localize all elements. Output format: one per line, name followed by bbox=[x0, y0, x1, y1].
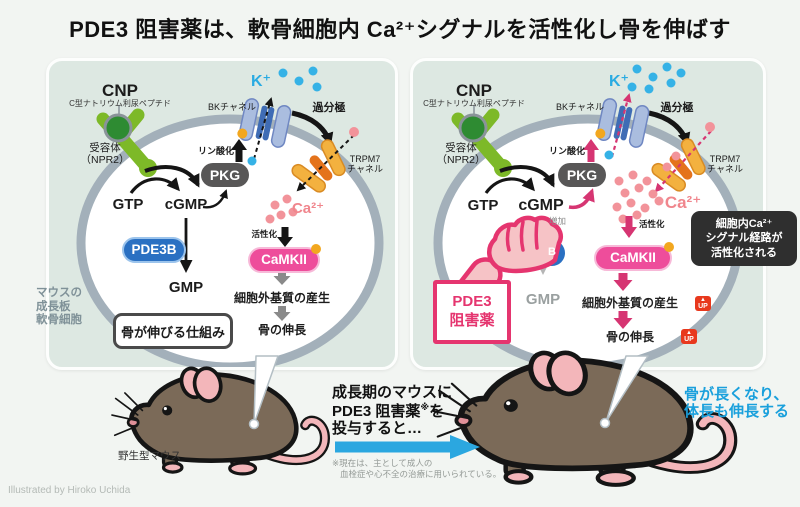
pkg-pill bbox=[201, 163, 249, 187]
k-ion-label: K⁺ bbox=[251, 73, 271, 90]
bk-channel-icon bbox=[237, 98, 292, 148]
right-growth-plate-pointer bbox=[599, 355, 649, 429]
bottom-illustration bbox=[0, 350, 800, 507]
activation-arrow bbox=[621, 216, 637, 238]
pkg-label: PKG bbox=[566, 167, 598, 183]
cgmp-to-pkg-arrow bbox=[568, 188, 595, 210]
cnp-sub-label: C型ナトリウム利尿ペプチド bbox=[69, 99, 171, 108]
result-text: 骨が長くなり、 体長も伸長する bbox=[684, 386, 790, 421]
up-arrow-icon: ▲ bbox=[700, 297, 706, 303]
pde3b-label: PDE3B bbox=[131, 242, 177, 257]
k-ion-label: K⁺ bbox=[609, 73, 629, 90]
phosphate-dot bbox=[595, 128, 606, 139]
ca-ion-label: Ca²⁺ bbox=[664, 193, 702, 212]
bk-channel-icon bbox=[595, 98, 650, 148]
ca-influx-arrow bbox=[296, 134, 355, 192]
ca-ion-dots bbox=[265, 127, 359, 224]
hyperpolarization-label: 過分極 bbox=[312, 102, 346, 114]
pkg-pill bbox=[558, 163, 606, 187]
ca-signal-callout: 細胞内Ca²⁺ シグナル経路が 活性化される bbox=[691, 211, 797, 266]
pde3b-b-label: B bbox=[548, 246, 556, 258]
camkii-label: CaMKII bbox=[610, 250, 656, 265]
note-mark: ※ bbox=[420, 401, 430, 412]
wild-type-mouse-label: 野生型マウス bbox=[118, 450, 181, 462]
cnp-label: CNP bbox=[102, 81, 138, 100]
to-bone-arrow bbox=[273, 306, 291, 321]
gtp-to-cgmp-arrow bbox=[129, 177, 180, 195]
cgmp-label: cGMP bbox=[164, 196, 208, 213]
activation-label: 活性化 bbox=[639, 219, 665, 229]
phosphate-dot bbox=[237, 128, 248, 139]
receptor-to-cgmp-arrow bbox=[499, 165, 555, 188]
credit: Illustrated by Hiroko Uchida bbox=[8, 485, 131, 496]
k-ion-dots bbox=[247, 66, 322, 166]
footnote: ※現在は、主として成人の 血栓症や心不全の治療に用いられている。 bbox=[332, 458, 502, 480]
ca-ion-label: Ca²⁺ bbox=[291, 200, 325, 217]
k-efflux-arrow bbox=[610, 93, 632, 158]
gtp-label: GTP bbox=[112, 196, 144, 213]
pkg-label: PKG bbox=[209, 167, 241, 183]
phosphorylation-label: リン酸化 bbox=[548, 146, 585, 156]
hyperpolarization-label: 過分極 bbox=[660, 102, 694, 114]
camkii-pill bbox=[248, 247, 320, 273]
phosphorylation-label: リン酸化 bbox=[197, 146, 234, 156]
to-matrix-arrow bbox=[613, 273, 633, 291]
k-ion-dots bbox=[604, 62, 686, 160]
matrix-production-label: 細胞外基質の産生 bbox=[233, 291, 330, 305]
activation-arrow bbox=[277, 227, 293, 247]
increase-label: 増加 bbox=[549, 216, 567, 226]
growth-plate-side-label: マウスの成長板軟骨細胞 bbox=[36, 287, 82, 327]
receptor-to-cgmp-arrow bbox=[144, 165, 200, 188]
camkii-phosphate-dot bbox=[664, 242, 674, 252]
bk-channel-label: BKチャネル bbox=[208, 102, 256, 112]
bk-channel-label: BKチャネル bbox=[556, 102, 604, 112]
hand-fingers-icon bbox=[505, 219, 539, 252]
mechanism-box: 骨が伸びる仕組み bbox=[113, 313, 233, 349]
gtp-to-cgmp-arrow bbox=[484, 177, 535, 195]
hyperpolarization-arrow bbox=[291, 110, 334, 146]
gtp-label: GTP bbox=[467, 197, 499, 214]
cgmp-to-pkg-arrow bbox=[202, 189, 228, 209]
matrix-production-label: 細胞外基質の産生 bbox=[581, 296, 678, 310]
camkii-pill bbox=[594, 245, 672, 271]
receptor-label: 受容体（NPR2） bbox=[80, 142, 130, 166]
left-panel: CNP C型ナトリウム利尿ペプチド 受容体（NPR2） K⁺ BKチャネル 過分… bbox=[46, 58, 398, 370]
k-efflux-arrow bbox=[253, 97, 274, 160]
to-matrix-arrow bbox=[273, 270, 291, 285]
cnp-label: CNP bbox=[456, 81, 492, 100]
activation-label: 活性化 bbox=[251, 229, 277, 239]
camkii-label: CaMKII bbox=[261, 252, 307, 267]
bone-up-badge: ▲ UP bbox=[681, 329, 697, 344]
phosphorylation-arrow bbox=[231, 139, 247, 162]
ca-influx-arrow bbox=[654, 130, 712, 193]
bone-growth-label: 骨の伸長 bbox=[605, 330, 654, 344]
page-title: PDE3 阻害薬は、軟骨細胞内 Ca²⁺シグナルを活性化し骨を伸ばす bbox=[69, 17, 731, 42]
gmp-label: GMP bbox=[168, 279, 204, 296]
up-arrow-icon: ▲ bbox=[686, 330, 692, 336]
left-cell-diagram bbox=[76, 66, 384, 367]
matrix-up-badge: ▲ UP bbox=[695, 296, 711, 311]
pde3b-pill bbox=[122, 237, 186, 263]
bone-growth-label: 骨の伸長 bbox=[257, 323, 306, 337]
phosphorylation-arrow bbox=[583, 139, 599, 162]
treatment-arrow bbox=[335, 435, 480, 459]
ca-ion-dots bbox=[612, 122, 715, 224]
cnp-sub-label: C型ナトリウム利尿ペプチド bbox=[423, 99, 525, 108]
right-panel: CNP C型ナトリウム利尿ペプチド 受容体（NPR2） K⁺ BKチャネル 過分… bbox=[410, 58, 766, 370]
camkii-phosphate-dot bbox=[311, 244, 321, 254]
npr2-receptor-icon bbox=[451, 105, 512, 177]
receptor-label: 受容体（NPR2） bbox=[436, 142, 486, 166]
treatment-text: 成長期のマウスに PDE3 阻害薬※を 投与すると… bbox=[332, 384, 453, 437]
gmp-label: GMP bbox=[525, 291, 561, 308]
to-bone-arrow bbox=[613, 311, 633, 329]
cgmp-label: cGMP bbox=[518, 197, 564, 214]
left-growth-plate-pointer bbox=[248, 355, 279, 430]
